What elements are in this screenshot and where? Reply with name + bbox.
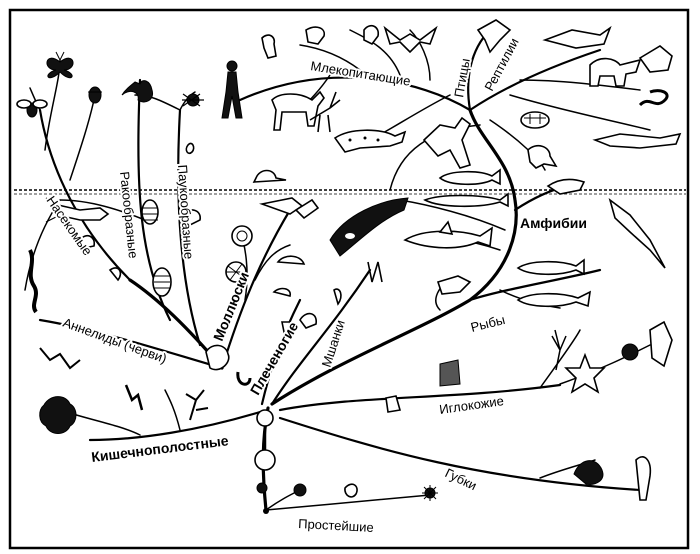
clam-icon (276, 255, 306, 265)
worm-icon (28, 249, 38, 314)
branch-mammals (238, 76, 472, 112)
deer-icon (309, 91, 341, 133)
turtle-icon (520, 111, 550, 129)
fish-icon (438, 168, 501, 186)
coelacanth-icon (516, 258, 585, 276)
bat-icon (383, 25, 438, 54)
branch-chordates (270, 108, 518, 406)
lobster-icon (45, 197, 110, 223)
starfish-icon (564, 352, 606, 394)
mollusc-cluster-icon (205, 344, 230, 371)
ammonite-ribbed-icon (225, 261, 247, 283)
sea-cucumber-icon (649, 320, 673, 368)
cheetah-icon (333, 129, 407, 153)
branch-arachnids (177, 108, 202, 347)
squid-small-icon (294, 198, 320, 220)
mollusc-hook-icon (236, 371, 252, 386)
bryozoan-leaf-icon (333, 288, 342, 306)
bivalve-icon (181, 209, 201, 228)
snake-icon (638, 89, 669, 107)
arachnid-small-icon (185, 142, 195, 155)
coral-icon (39, 396, 77, 434)
branch-sponges (278, 416, 642, 492)
branch-echinoderms (278, 383, 562, 412)
branch-insects (38, 108, 132, 282)
frog-icon (527, 144, 558, 169)
kangaroo-icon (261, 34, 277, 59)
killer-whale-icon (329, 197, 409, 257)
trilobite-large-icon (152, 267, 172, 297)
label-protozoa: Простейшие (298, 516, 374, 535)
salamander-icon (546, 178, 586, 195)
crocodile-icon (592, 132, 682, 149)
butterfly-icon (46, 51, 74, 79)
scorpion-icon (121, 80, 154, 103)
diagram-frame (8, 8, 690, 550)
swordfish-icon (608, 197, 666, 269)
radiolarian-icon (422, 485, 438, 501)
bryozoan-colony-icon (439, 359, 461, 387)
sea-urchin-icon (621, 343, 639, 361)
pterosaur-icon (542, 25, 612, 49)
crustacean-small-icon (79, 234, 96, 249)
annelid-branching-icon (39, 347, 81, 370)
armored-fish-icon (436, 275, 472, 295)
ammonite-icon (231, 225, 253, 247)
shark-icon (403, 220, 493, 249)
sea-lily-icon (551, 329, 567, 371)
squirrel-icon (363, 24, 380, 46)
branch-coelenterates (88, 410, 262, 442)
eagle-icon (476, 19, 512, 54)
branch-annelids (38, 318, 224, 370)
horse-icon (271, 90, 325, 131)
annelid-tree-icon (185, 389, 209, 421)
rodent-icon (305, 26, 326, 45)
fish-deep-icon (516, 290, 592, 308)
brachiopod-icon (299, 312, 317, 329)
dinosaur-icon (589, 57, 642, 87)
jellyfish-icon (254, 409, 276, 471)
crustacean-shrimp-icon (108, 267, 122, 282)
snail-icon (252, 169, 287, 183)
fly-icon (16, 99, 48, 118)
trilobite-icon (141, 199, 159, 225)
beetle-icon (88, 86, 102, 104)
branch-protozoa (265, 494, 431, 511)
brachiopod-stalk-icon (281, 321, 291, 343)
bryozoan-icon (367, 261, 383, 283)
spider-icon (182, 93, 204, 107)
human-icon (221, 60, 243, 119)
shell-icon (272, 287, 291, 297)
root-dot-icon (263, 508, 269, 514)
sponge-icon (573, 460, 604, 485)
fish-long-icon (423, 192, 509, 208)
branch-fish (468, 268, 602, 302)
triceratops-icon (638, 45, 673, 73)
sponge-tall-icon (635, 456, 652, 501)
kangaroo-silhouette-icon (422, 116, 472, 169)
branch-molluscs (220, 208, 292, 370)
branch-brachiopods (260, 298, 302, 406)
amoeba-icon (344, 483, 358, 498)
echinoderm-plate-icon (385, 395, 402, 413)
label-amphibians: Амфибии (520, 215, 587, 231)
protozoa-cell-icon (256, 482, 307, 497)
annelid-segmented-icon (124, 384, 144, 411)
branch-bryozoans (270, 268, 372, 406)
